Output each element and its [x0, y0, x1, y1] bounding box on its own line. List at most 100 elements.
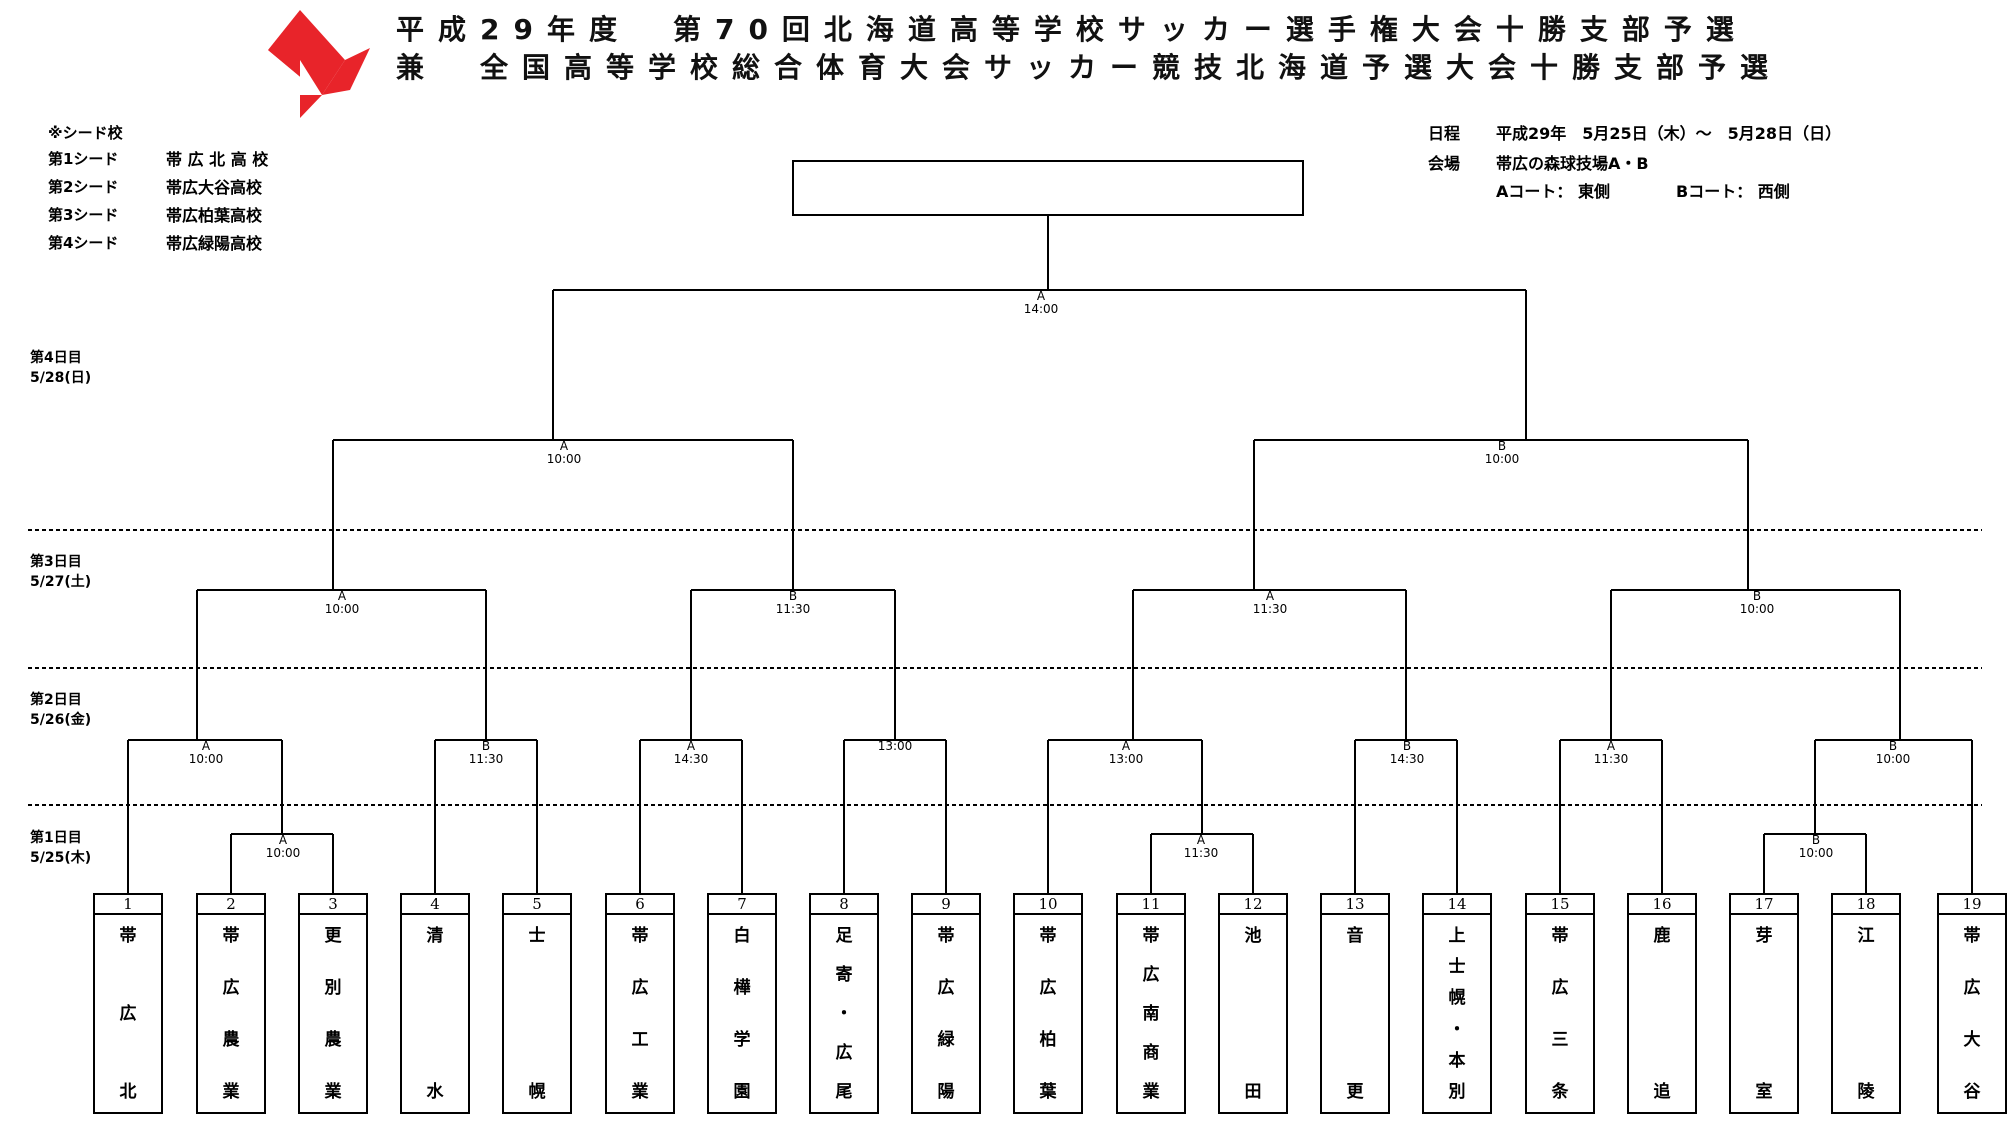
team-number: 4 — [402, 895, 468, 915]
seed-label: 第4シード — [48, 234, 119, 252]
team-name-char: 士 — [528, 926, 546, 946]
team-name: 帯広北 — [95, 915, 161, 1108]
team-name-char: 広 — [1039, 978, 1057, 998]
team-name: 鹿追 — [1629, 915, 1695, 1108]
team-number: 5 — [504, 895, 570, 915]
team-name: 芽室 — [1731, 915, 1797, 1108]
team-name-char: 別 — [1448, 1081, 1466, 1102]
team-name-char: 陵 — [1857, 1082, 1875, 1102]
team-name-char: 広 — [631, 978, 649, 998]
team-name-char: 柏 — [1039, 1030, 1057, 1050]
team-name-char: 幌 — [1448, 988, 1466, 1009]
team-name-char: 寄 — [835, 965, 853, 985]
team-name: 池田 — [1220, 915, 1286, 1108]
team-name-char: 北 — [119, 1082, 137, 1102]
seed-school: 帯広柏葉高校 — [166, 206, 263, 225]
seed-label: 第2シード — [48, 178, 119, 196]
team-name-char: 業 — [631, 1082, 649, 1102]
team-name-char: 園 — [733, 1082, 751, 1102]
champion-box — [792, 160, 1304, 216]
team-name-char: 工 — [631, 1030, 649, 1050]
team-number: 11 — [1118, 895, 1184, 915]
team-name: 帯広工業 — [607, 915, 673, 1108]
team-number: 6 — [607, 895, 673, 915]
day-dividers — [28, 529, 1982, 806]
team-name-char: 池 — [1244, 926, 1262, 946]
team-number: 18 — [1833, 895, 1899, 915]
team-number: 8 — [811, 895, 877, 915]
team-number: 15 — [1527, 895, 1593, 915]
court-a-info: Aコート： 東側 — [1496, 182, 1610, 201]
team-name-char: 広 — [119, 1004, 137, 1024]
team-name-char: 帯 — [631, 926, 649, 946]
team-name-char: ・ — [835, 1004, 853, 1024]
team-number: 12 — [1220, 895, 1286, 915]
team-name: 白樺学園 — [709, 915, 775, 1108]
team-name: 士幌 — [504, 915, 570, 1108]
team-name-char: 音 — [1346, 926, 1364, 946]
team-name-char: 帯 — [1551, 926, 1569, 946]
team-name-char: 広 — [1142, 965, 1160, 985]
team-name-char: 更 — [1346, 1082, 1364, 1102]
team-name-char: 別 — [324, 978, 342, 998]
seed-label: 第3シード — [48, 206, 119, 224]
team-number: 16 — [1629, 895, 1695, 915]
team-name: 上士幌・本別 — [1424, 915, 1490, 1108]
team-name-char: 学 — [733, 1030, 751, 1050]
team-name: 足寄・広尾 — [811, 915, 877, 1108]
team-name: 帯広南商業 — [1118, 915, 1184, 1108]
team-name-char: 帯 — [1039, 926, 1057, 946]
team-number: 14 — [1424, 895, 1490, 915]
team-name: 江陵 — [1833, 915, 1899, 1108]
team-name-char: 業 — [222, 1082, 240, 1102]
team-number: 13 — [1322, 895, 1388, 915]
seeds-heading: ※シード校 — [48, 124, 123, 142]
team-name-char: 帯 — [119, 926, 137, 946]
team-name-char: 商 — [1142, 1043, 1160, 1063]
team-name-char: 芽 — [1755, 926, 1773, 946]
team-name: 清水 — [402, 915, 468, 1108]
team-name-char: 水 — [426, 1082, 444, 1102]
team-number: 1 — [95, 895, 161, 915]
title-line-2: 兼 全国高等学校総合体育大会サッカー競技北海道予選大会十勝支部予選 — [396, 51, 1783, 84]
team-number: 17 — [1731, 895, 1797, 915]
venue-label: 会場 — [1428, 154, 1461, 173]
seed-school: 帯広大谷高校 — [166, 178, 263, 197]
team-name-char: 広 — [835, 1043, 853, 1063]
team-name-char: 帯 — [937, 926, 955, 946]
venue-value: 帯広の森球技場A・B — [1496, 154, 1649, 173]
team-name-char: 尾 — [835, 1082, 853, 1102]
team-name-char: 南 — [1142, 1004, 1160, 1024]
team-name-char: 江 — [1857, 926, 1875, 946]
match-r2: 13:00 — [877, 739, 913, 753]
team-name-char: 更 — [324, 926, 342, 946]
